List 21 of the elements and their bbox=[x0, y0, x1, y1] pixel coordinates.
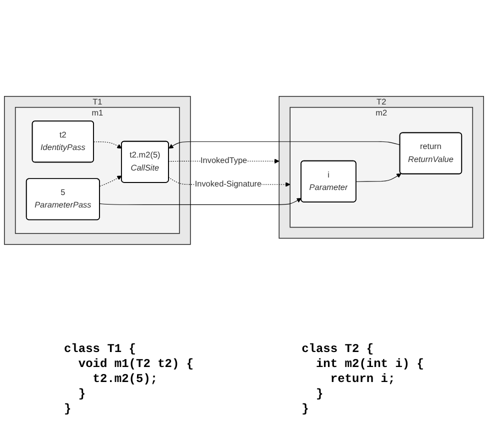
code-line: int m2(int i) { bbox=[314, 357, 424, 372]
code-line: class T1 { bbox=[64, 342, 137, 357]
group-title: T2 bbox=[376, 97, 386, 106]
edge-label: Invoked-Signature bbox=[194, 178, 262, 190]
rounded-box: i Parameter bbox=[300, 160, 356, 202]
rounded-box: t2.m2(5) CallSite bbox=[121, 140, 169, 182]
code-line: class T2 { bbox=[302, 342, 375, 357]
code-line: t2.m2(5); bbox=[92, 372, 159, 387]
code-line: return i; bbox=[329, 372, 396, 387]
rounded-box: t2 IdentityPass bbox=[32, 120, 94, 162]
group-title: T1 bbox=[92, 97, 102, 106]
group-title: m1 bbox=[92, 108, 104, 118]
code-line: void m1(T2 t2) { bbox=[77, 357, 194, 372]
code-line: } bbox=[314, 387, 324, 402]
code-line: } bbox=[77, 387, 87, 402]
edge-label: InvokedType bbox=[200, 154, 248, 167]
code-line: } bbox=[64, 402, 72, 417]
rounded-box: 5 ParameterPass bbox=[26, 178, 100, 220]
code-line: } bbox=[302, 402, 310, 417]
rounded-box: return ReturnValue bbox=[399, 132, 462, 174]
group-title: m2 bbox=[376, 108, 388, 118]
